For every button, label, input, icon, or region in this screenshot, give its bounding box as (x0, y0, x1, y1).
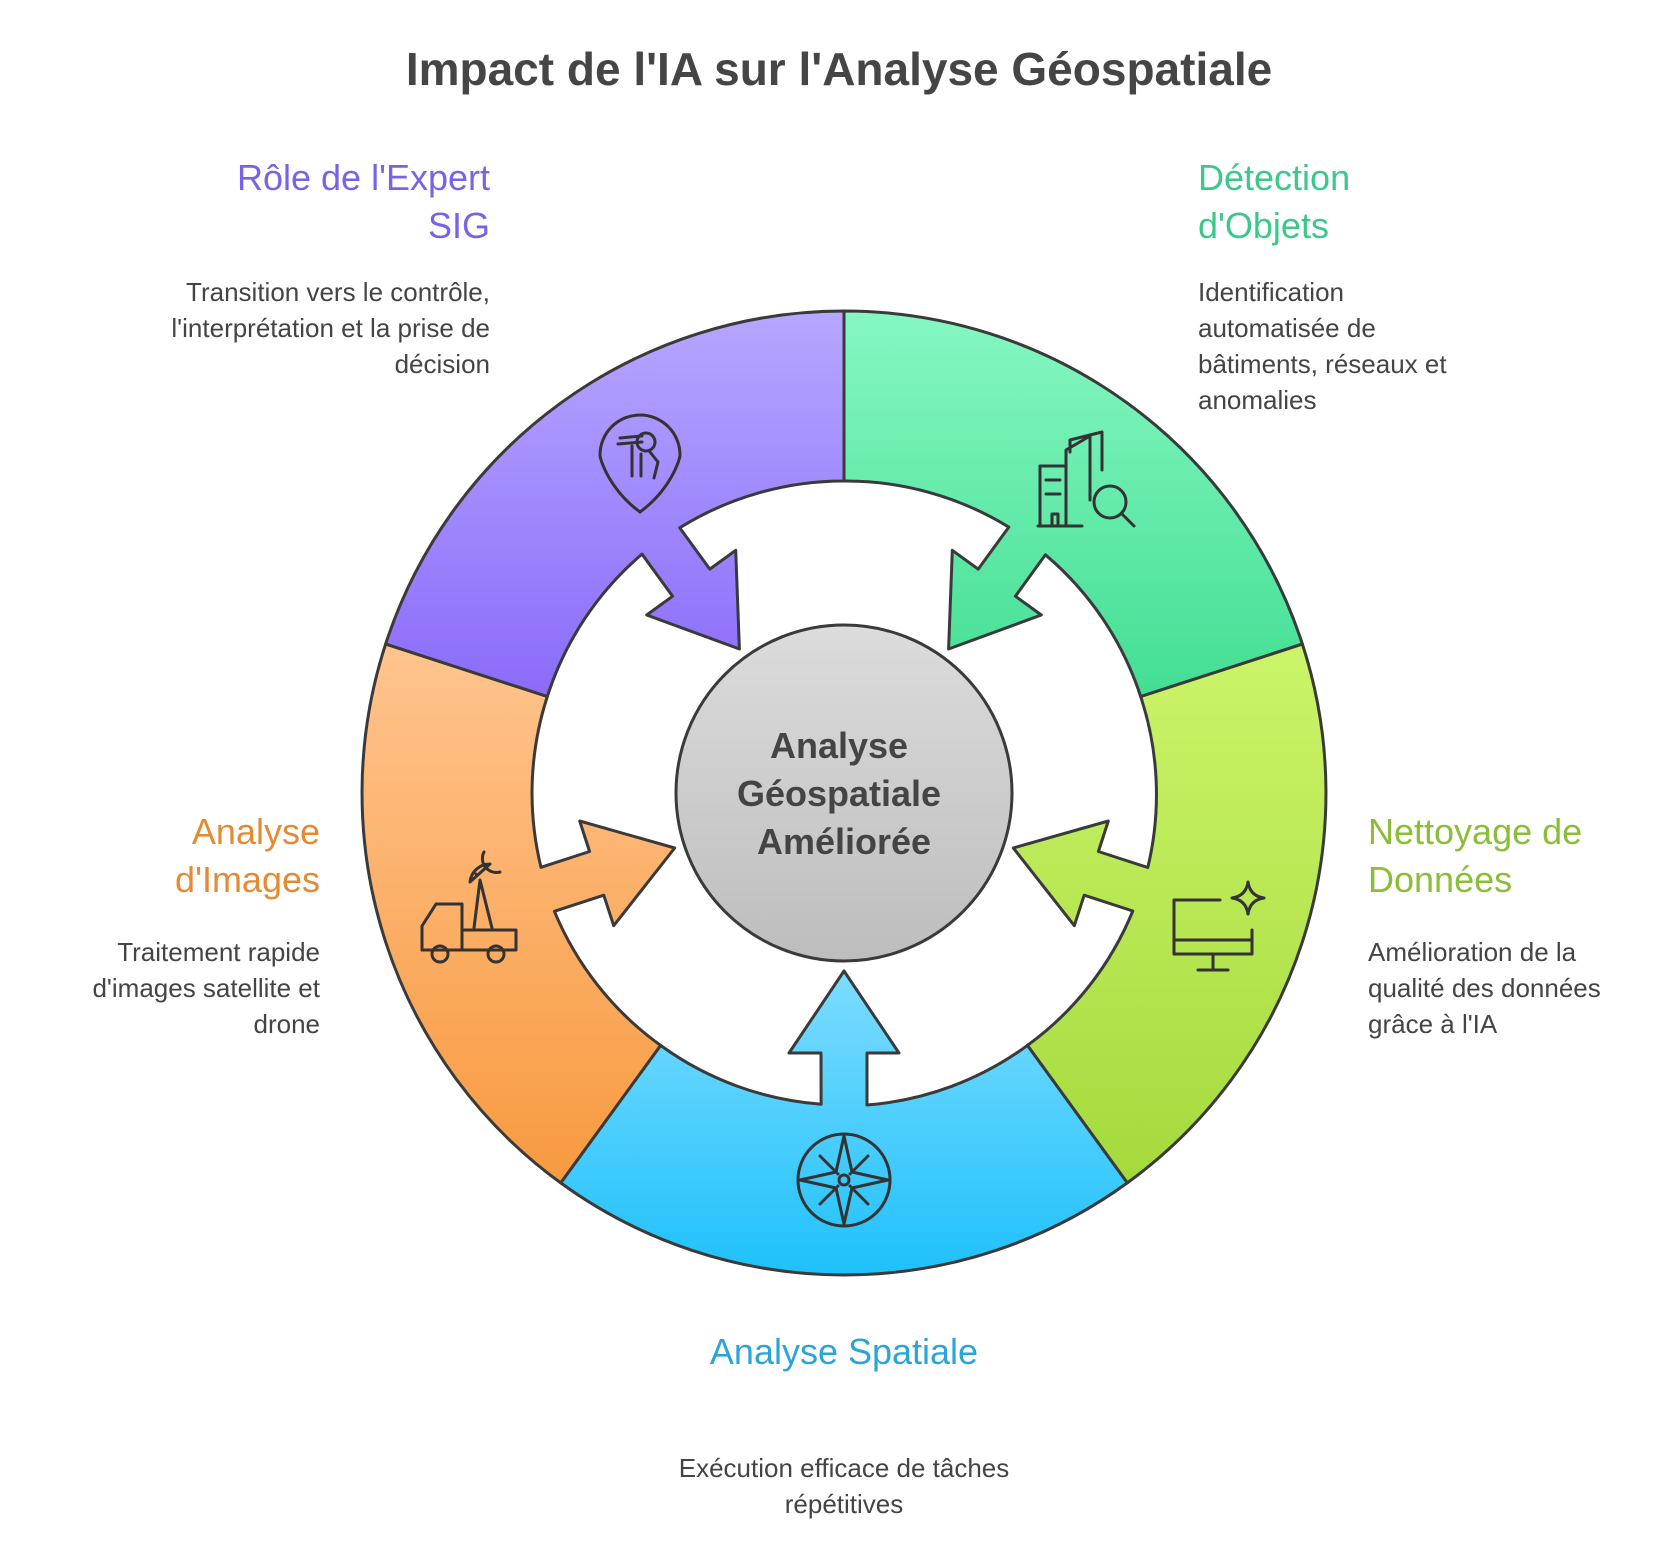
label-images: Analyse d'Images (175, 811, 320, 900)
buildings-search-icon (1036, 430, 1136, 528)
segment-spatiale (559, 969, 1129, 1277)
desc-images: Traitement rapide d'images satellite et … (92, 937, 320, 1039)
center-line-3: Améliorée (757, 821, 931, 862)
center-circle (674, 623, 1014, 963)
desc-spatiale: Exécution efficace de tâches répétitives (678, 1453, 1010, 1519)
monitor-sparkle-icon (1172, 880, 1266, 972)
desc-expert: Transition vers le contrôle, l'interprét… (171, 277, 490, 379)
label-detection: Détection d'Objets (1198, 157, 1351, 246)
desc-nettoyage: Amélioration de la qualité des données g… (1368, 937, 1601, 1039)
satellite-truck-icon (420, 850, 518, 964)
explorer-binoculars-location-icon (598, 413, 682, 514)
segment-images (360, 642, 677, 1185)
label-expert: Rôle de l'Expert SIG (236, 157, 490, 246)
compass-star-icon (796, 1132, 892, 1228)
center-line-1: Analyse (770, 725, 908, 766)
diagram-title: Impact de l'IA sur l'Analyse Géospatiale (405, 43, 1273, 95)
center-text: Analyse Géospatiale Améliorée (737, 725, 951, 862)
center-line-2: Géospatiale (737, 773, 941, 814)
label-spatiale: Analyse Spatiale (709, 1331, 979, 1372)
desc-detection: Identification automatisée de bâtiments,… (1198, 277, 1447, 415)
label-nettoyage: Nettoyage de Données (1368, 811, 1583, 900)
